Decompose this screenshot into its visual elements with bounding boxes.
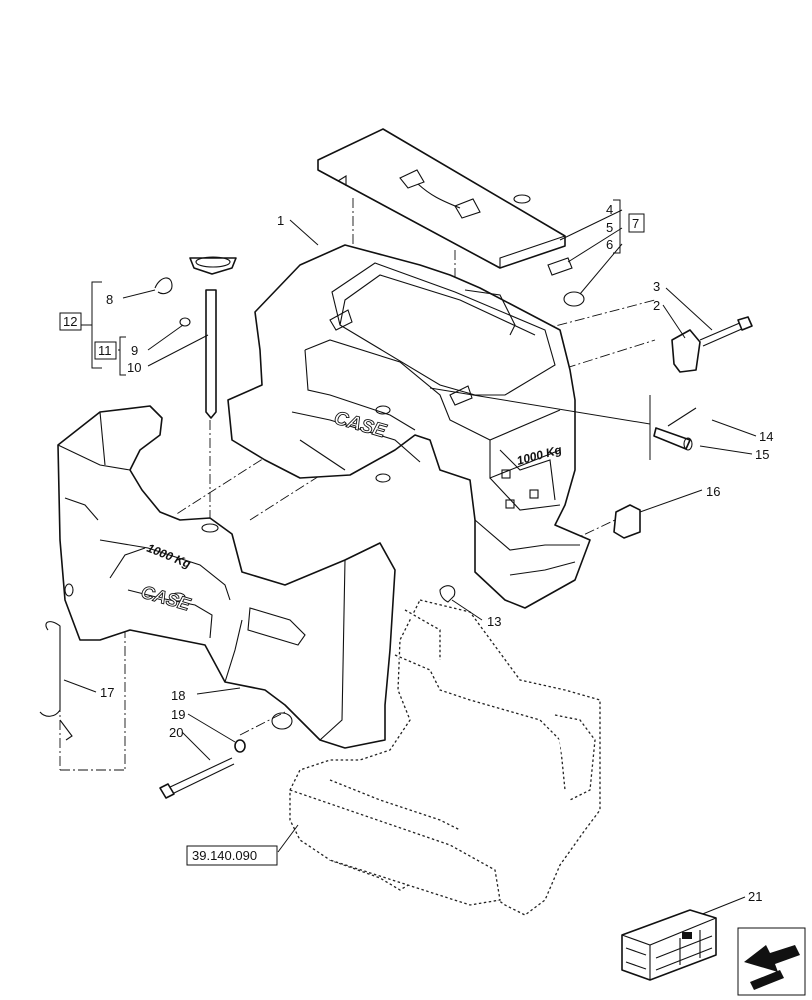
callout-7: 7 [632,216,639,231]
callout-6: 6 [606,237,613,252]
callout-19: 19 [171,707,185,722]
callout-11: 11 [98,343,112,358]
callout-20: 20 [169,725,183,740]
callout-8: 8 [106,292,113,307]
callout-4: 4 [606,202,613,217]
tractor-front-chassis [289,599,601,916]
hardware [39,256,753,799]
callout-12: 12 [63,314,77,329]
callout-15: 15 [755,447,769,462]
callout-3: 3 [653,279,660,294]
front-weight-block: CASE 1000 Kg [57,405,396,749]
callout-14: 14 [759,429,773,444]
reference-box[interactable]: 39.140.090 [186,845,278,866]
callout-16: 16 [706,484,720,499]
callout-18: 18 [171,688,185,703]
arrow-icon[interactable] [737,927,806,996]
reference-label: 39.140.090 [192,848,257,863]
top-cover-plate [317,128,566,269]
callout-1: 1 [277,213,284,228]
callout-2: 2 [653,298,660,313]
rear-weight-block: CASE 1000 Kg [227,244,591,609]
callout-10: 10 [127,360,141,375]
callout-13: 13 [487,614,501,629]
callout-17: 17 [100,685,114,700]
crate-icon [621,909,717,981]
leader-lines [63,199,757,916]
callout-21: 21 [748,889,762,904]
callout-numbers: 1 2 3 4 5 6 7 8 9 10 11 12 13 14 15 16 1… [59,202,773,904]
callout-9: 9 [131,343,138,358]
callout-5: 5 [606,220,613,235]
